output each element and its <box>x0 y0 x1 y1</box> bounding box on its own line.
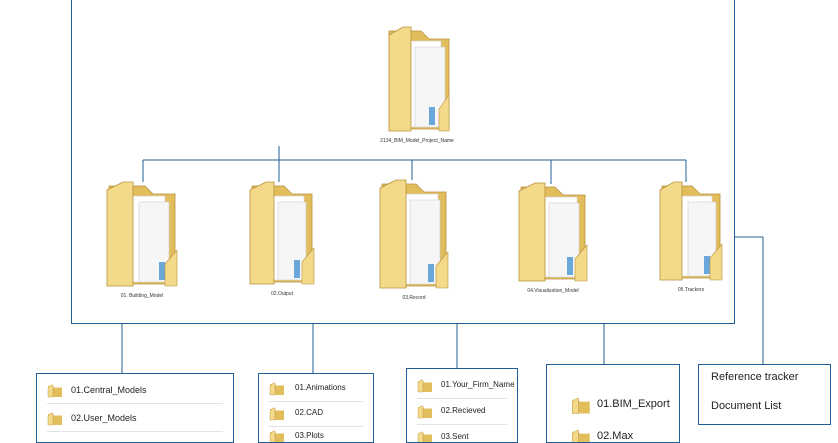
list-item[interactable]: 01.Animations <box>259 379 373 402</box>
list-item-label: 01.BIM_Export <box>597 398 670 410</box>
subpanel-output: 01.Animations 02.CAD 03.Plots <box>258 373 374 443</box>
divider <box>269 401 363 402</box>
list-item-label: 01.Your_Firm_Name <box>441 380 515 389</box>
folder-icon <box>572 430 590 442</box>
folder-icon <box>417 431 432 442</box>
folder-icon <box>417 405 432 419</box>
project-structure-box <box>71 0 735 324</box>
subpanel-record: 01.Your_Firm_Name 02.Recieved 03.Sent <box>406 368 518 443</box>
list-item[interactable]: 03.Plots <box>259 427 373 442</box>
list-item[interactable]: 01.BIM_Export <box>547 395 679 419</box>
list-item[interactable]: 02.CAD <box>259 404 373 427</box>
list-item[interactable]: 01.Central_Models <box>37 381 233 404</box>
list-item-label: 01.Central_Models <box>71 385 147 395</box>
folder-icon <box>106 181 178 287</box>
list-item-label: 02.Max <box>597 430 634 442</box>
folder-icon <box>47 384 62 398</box>
list-item[interactable]: 02.User_Models <box>37 409 233 432</box>
folder-visualization-model[interactable]: 04.Visualization_Model <box>508 181 598 294</box>
folder-icon <box>269 407 284 421</box>
list-item-label: 03.Sent <box>441 432 469 441</box>
folder-output[interactable]: 02.Output <box>237 180 327 297</box>
folder-label: 01. Building_Model <box>120 293 164 299</box>
folder-icon <box>388 26 450 132</box>
divider <box>417 424 507 425</box>
tracker-box: Reference tracker Document List <box>698 364 831 425</box>
list-item[interactable]: 02.Recieved <box>407 402 517 425</box>
folder-label: 04.Visualization_Model <box>527 288 579 294</box>
list-item-label: 01.Animations <box>295 383 346 392</box>
document-list-label: Document List <box>711 400 782 412</box>
list-item[interactable]: 01.Your_Firm_Name <box>407 376 517 399</box>
folder-icon <box>249 181 315 285</box>
folder-icon <box>417 379 432 393</box>
list-item[interactable]: 03.Sent <box>407 428 517 442</box>
list-item-label: 02.Recieved <box>441 406 486 415</box>
divider <box>417 398 507 399</box>
folder-icon <box>47 412 62 426</box>
list-item-label: 03.Plots <box>295 431 324 440</box>
folder-icon <box>518 182 588 282</box>
list-item[interactable]: 02.Max <box>547 427 679 442</box>
folder-trackers[interactable]: 05.Trackers <box>646 180 736 293</box>
divider <box>269 426 363 427</box>
folder-label: 02.Output <box>271 291 293 297</box>
subpanel-visualization: 01.BIM_Export 02.Max <box>546 364 680 443</box>
folder-icon <box>269 430 284 442</box>
folder-label: 05.Trackers <box>677 287 705 293</box>
folder-icon <box>269 382 284 396</box>
root-folder-label: 2134_BIM_Model_Project_Name <box>380 138 454 144</box>
folder-icon <box>379 179 449 289</box>
list-item-label: 02.User_Models <box>71 413 137 423</box>
root-folder[interactable]: 2134_BIM_Model_Project_Name <box>367 25 467 144</box>
reference-tracker-label: Reference tracker <box>711 371 799 383</box>
folder-label: 03.Record <box>402 295 426 301</box>
folder-record[interactable]: 03.Record <box>369 178 459 301</box>
list-item-label: 02.CAD <box>295 408 324 417</box>
folder-icon <box>572 398 590 414</box>
folder-building-model[interactable]: 01. Building_Model <box>97 180 187 299</box>
divider <box>47 431 223 432</box>
divider <box>47 403 223 404</box>
subpanel-building-model: 01.Central_Models 02.User_Models <box>36 373 234 443</box>
folder-icon <box>659 181 723 281</box>
